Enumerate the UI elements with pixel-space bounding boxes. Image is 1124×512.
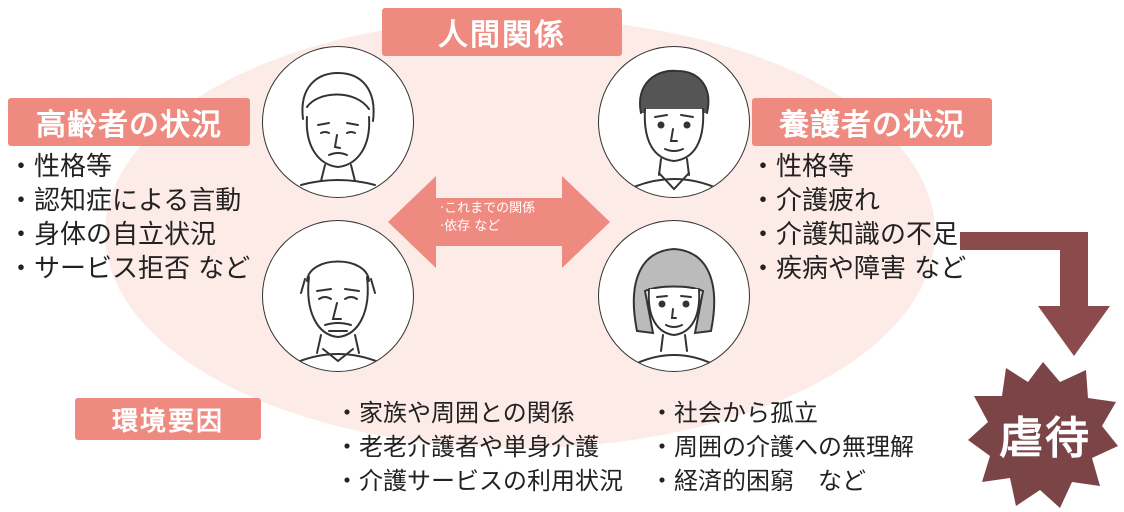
list-item: ・経済的困窮 など bbox=[650, 467, 866, 495]
list-item: ・老老介護者や単身介護 bbox=[335, 433, 599, 461]
list-item: ・介護疲れ bbox=[750, 186, 881, 216]
double-arrow-icon bbox=[388, 176, 610, 268]
list-item: ・疾病や障害 など bbox=[750, 254, 967, 284]
environment-list-1: ・家族や周囲との関係 ・老老介護者や単身介護 ・介護サービスの利用状況 bbox=[335, 396, 623, 498]
elderly-man-icon bbox=[262, 220, 414, 372]
burst-icon bbox=[968, 362, 1118, 508]
caregiver-title: 養護者の状況 bbox=[752, 98, 992, 146]
elderly-list: ・性格等 ・認知症による言動 ・身体の自立状況 ・サービス拒否 など bbox=[8, 150, 250, 286]
caregiver-list: ・性格等 ・介護疲れ ・介護知識の不足 ・疾病や障害 など bbox=[750, 150, 966, 286]
relationship-arrow-text: ·これまでの関係 ·依存 など bbox=[440, 200, 535, 236]
list-item: ・性格等 bbox=[8, 152, 113, 182]
list-item: ・認知症による言動 bbox=[8, 186, 242, 216]
woman-icon bbox=[598, 220, 750, 372]
list-item: ・性格等 bbox=[750, 152, 855, 182]
list-item: ・介護知識の不足 bbox=[750, 220, 959, 250]
abuse-label: 虐待 bbox=[999, 413, 1091, 464]
environment-list-2: ・社会から孤立 ・周囲の介護への無理解 ・経済的困窮 など bbox=[650, 396, 914, 498]
arrow-line: ·これまでの関係 bbox=[440, 201, 536, 216]
environment-title: 環境要因 bbox=[75, 398, 261, 440]
elderly-woman-icon bbox=[262, 46, 414, 198]
list-item: ・家族や周囲との関係 bbox=[335, 399, 575, 427]
list-item: ・介護サービスの利用状況 bbox=[335, 467, 623, 495]
list-item: ・身体の自立状況 bbox=[8, 220, 217, 250]
arrow-line: ·依存 など bbox=[440, 219, 501, 234]
list-item: ・サービス拒否 など bbox=[8, 254, 251, 284]
young-man-icon bbox=[598, 46, 750, 198]
list-item: ・社会から孤立 bbox=[650, 399, 818, 427]
bent-arrow-icon bbox=[960, 232, 1110, 356]
relationship-title: 人間関係 bbox=[382, 8, 622, 56]
elderly-title: 高齢者の状況 bbox=[8, 98, 250, 146]
list-item: ・周囲の介護への無理解 bbox=[650, 433, 914, 461]
